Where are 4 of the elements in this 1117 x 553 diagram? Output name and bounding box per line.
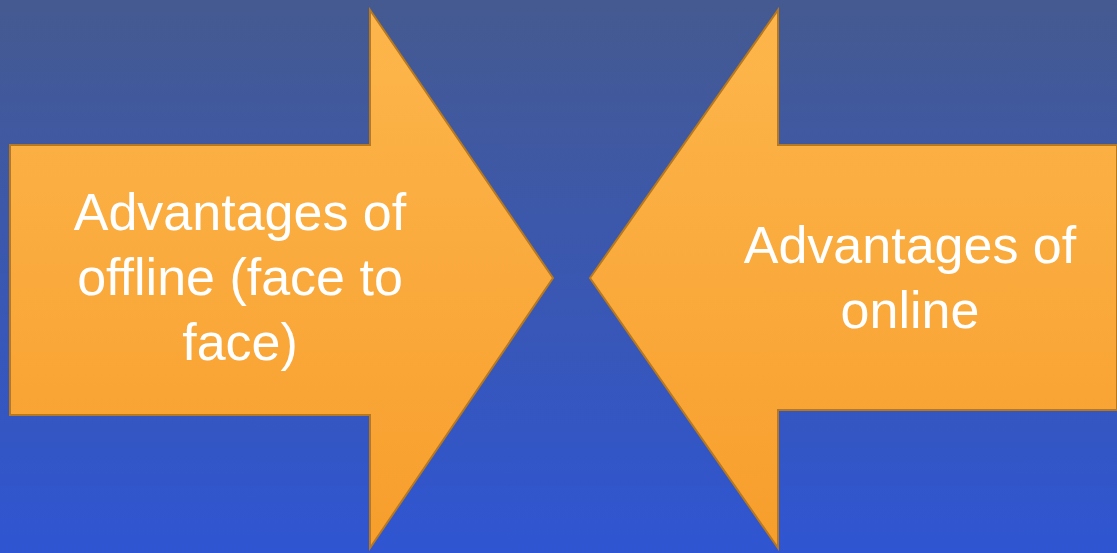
arrow-shape bbox=[10, 8, 555, 553]
arrow-label: Advantages of offline (face to face) bbox=[72, 182, 408, 373]
arrow-label: Advantages of online bbox=[742, 215, 1078, 341]
arrow-shape bbox=[590, 8, 1117, 553]
